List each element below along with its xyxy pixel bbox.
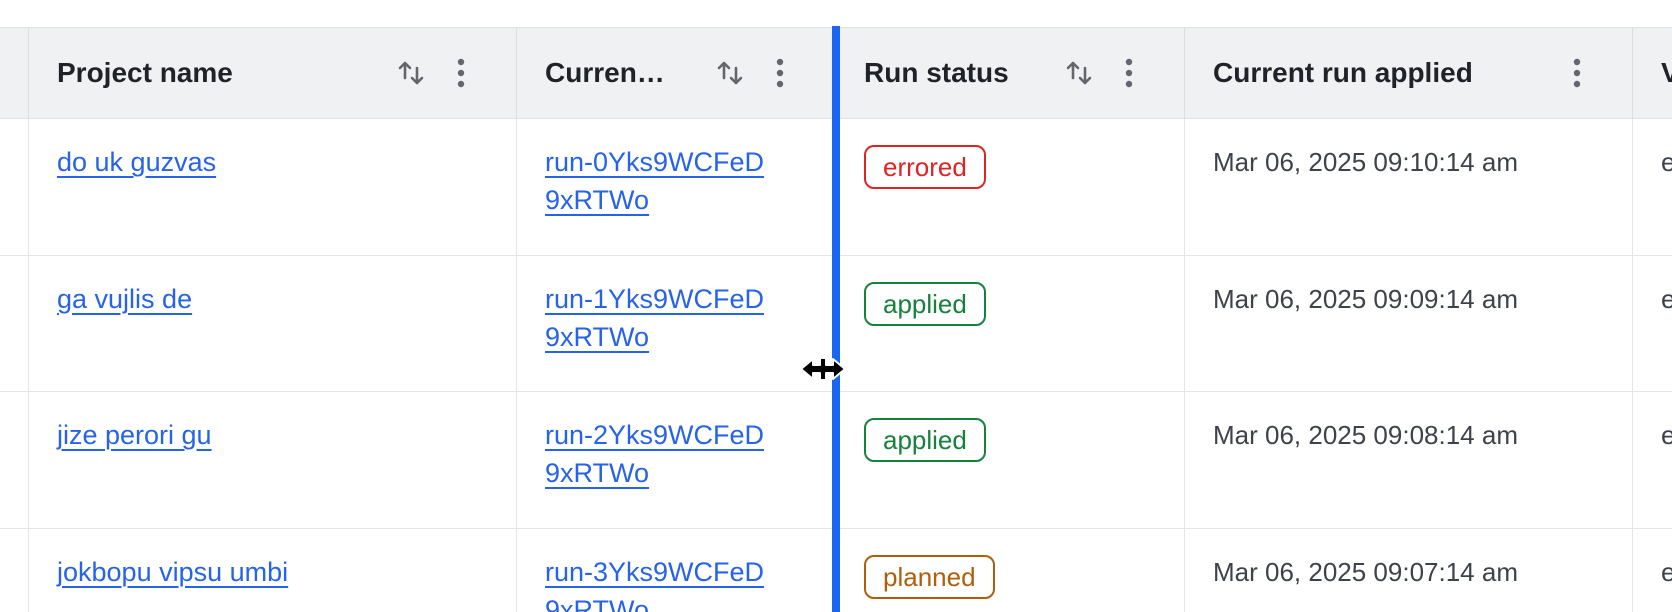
sort-button[interactable] (715, 55, 745, 91)
current-run-cell: run-3Yks9WCFeD9xRTWo (517, 528, 836, 612)
column-label: Project name (57, 57, 233, 88)
run-status-badge: planned (864, 554, 995, 599)
current-run-cell: run-1Yks9WCFeD9xRTWo (517, 255, 836, 391)
column-menu-button[interactable] (775, 57, 785, 89)
run-id-link[interactable]: run-0Yks9WCFeD9xRTWo (545, 147, 765, 215)
run-status-cell: errored (836, 119, 1185, 255)
column-menu-button[interactable] (456, 57, 466, 89)
project-name-cell: do uk guzvas (29, 119, 517, 255)
clipped-left-cell (0, 255, 29, 391)
run-applied-cell: Mar 06, 2025 09:08:14 am (1185, 392, 1633, 528)
column-header-clipped-right: V (1633, 28, 1672, 118)
clipped-left-cell (0, 392, 29, 528)
run-applied-timestamp: Mar 06, 2025 09:09:14 am (1213, 283, 1518, 314)
column-label: Curren… (545, 57, 665, 88)
run-status-cell: applied (836, 255, 1185, 391)
run-applied-timestamp: Mar 06, 2025 09:08:14 am (1213, 420, 1518, 450)
clipped-cell-text: e (1661, 556, 1672, 587)
clipped-cell-text: e (1661, 147, 1672, 177)
sort-button[interactable] (1064, 55, 1094, 91)
clipped-right-cell: e (1633, 256, 1672, 392)
run-applied-timestamp: Mar 06, 2025 09:10:14 am (1213, 147, 1518, 177)
clipped-left-cell (0, 119, 29, 255)
current-run-cell: run-2Yks9WCFeD9xRTWo (517, 392, 836, 528)
run-id-link[interactable]: run-2Yks9WCFeD9xRTWo (545, 420, 765, 488)
clipped-left-column-header (0, 28, 29, 118)
project-name-cell: jize perori gu (29, 392, 517, 528)
column-resize-indicator-line[interactable] (832, 26, 840, 612)
current-run-cell: run-0Yks9WCFeD9xRTWo (517, 119, 836, 255)
project-name-link[interactable]: jize perori gu (57, 420, 212, 450)
run-applied-timestamp: Mar 06, 2025 09:07:14 am (1213, 556, 1518, 587)
project-name-link[interactable]: do uk guzvas (57, 147, 217, 177)
project-name-link[interactable]: ga vujlis de (57, 283, 193, 314)
run-applied-cell: Mar 06, 2025 09:10:14 am (1185, 119, 1633, 255)
column-header-run-status: Run status (836, 28, 1185, 118)
run-status-badge: applied (864, 281, 986, 326)
run-id-link[interactable]: run-1Yks9WCFeD9xRTWo (545, 283, 765, 352)
column-header-project-name: Project name (29, 28, 517, 118)
clipped-right-cell: e (1633, 529, 1672, 612)
run-status-badge: applied (864, 418, 986, 462)
column-label: Current run applied (1213, 57, 1473, 88)
clipped-right-cell: e (1633, 119, 1672, 255)
horizontal-resize-cursor-icon (800, 357, 846, 381)
column-label: Run status (864, 57, 1009, 88)
column-menu-button[interactable] (1124, 57, 1134, 89)
project-name-cell: ga vujlis de (29, 255, 517, 391)
sort-button[interactable] (396, 55, 426, 91)
column-header-current-run-applied: Current run applied (1185, 28, 1633, 118)
run-id-link[interactable]: run-3Yks9WCFeD9xRTWo (545, 556, 765, 612)
column-label: V (1661, 57, 1672, 89)
run-status-badge: errored (864, 145, 986, 189)
clipped-cell-text: e (1661, 283, 1672, 314)
column-header-current-run: Curren… (517, 28, 836, 118)
run-status-cell: planned (836, 528, 1185, 612)
project-name-link[interactable]: jokbopu vipsu umbi (57, 556, 289, 587)
clipped-cell-text: e (1661, 420, 1672, 450)
clipped-left-cell (0, 528, 29, 612)
clipped-right-cell: e (1633, 392, 1672, 528)
run-status-cell: applied (836, 392, 1185, 528)
run-applied-cell: Mar 06, 2025 09:09:14 am (1185, 255, 1633, 391)
run-applied-cell: Mar 06, 2025 09:07:14 am (1185, 528, 1633, 612)
column-menu-button[interactable] (1572, 57, 1582, 89)
project-name-cell: jokbopu vipsu umbi (29, 528, 517, 612)
